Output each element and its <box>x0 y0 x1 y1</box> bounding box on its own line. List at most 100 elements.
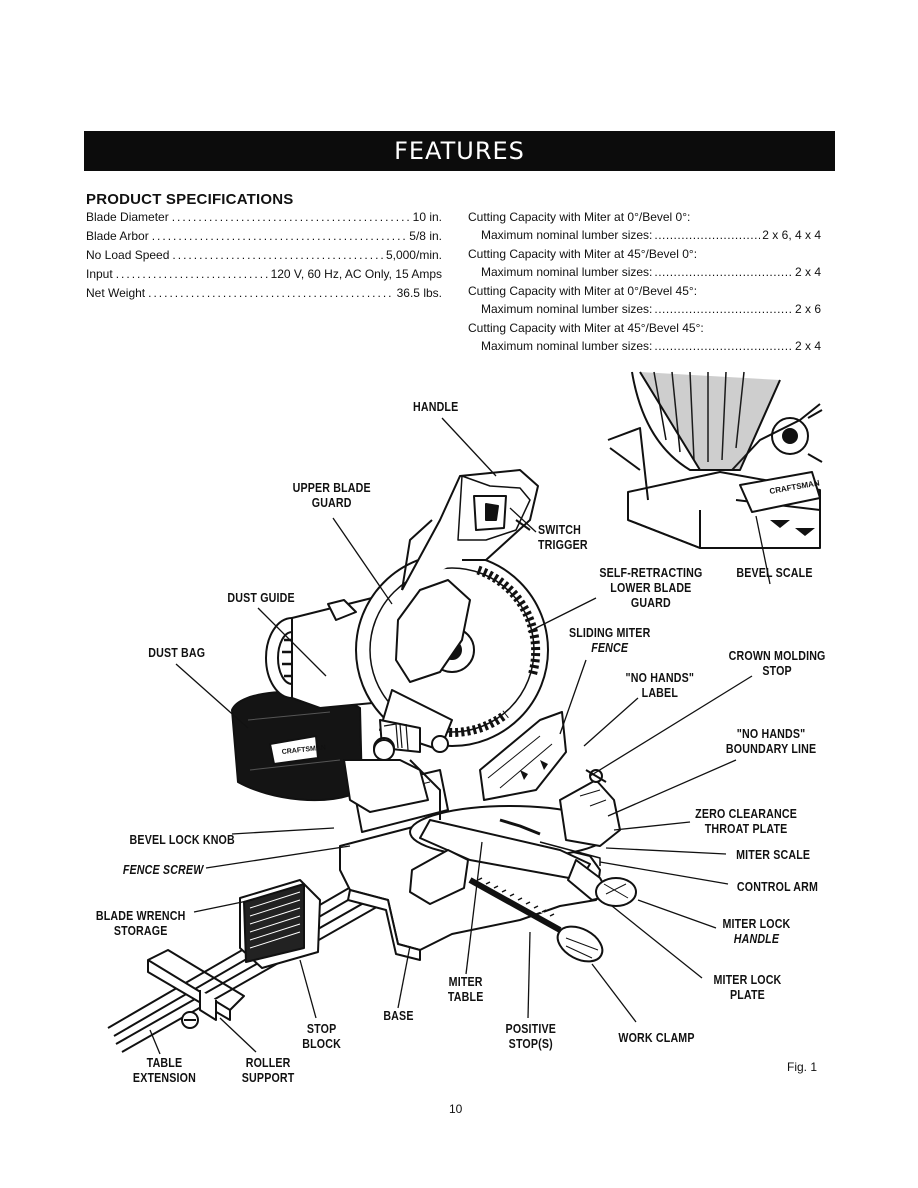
label-work-clamp: WORK CLAMP <box>618 1030 694 1045</box>
miter-scale-assembly <box>559 769 621 847</box>
label-text: TABLE <box>447 989 484 1004</box>
cutting-capacity-list: Cutting Capacity with Miter at 0°/Bevel … <box>468 210 821 358</box>
label-text: SWITCH <box>538 522 582 537</box>
capacity-row: Maximum nominal lumber sizes: 2 x 4 <box>468 339 821 358</box>
label-text: MITER LOCK <box>722 916 791 931</box>
spec-list: Blade Diameter10 in. Blade Arbor5/8 in. … <box>86 210 442 305</box>
label-text: FENCE <box>591 640 629 655</box>
leader-dots <box>654 228 760 242</box>
page-number: 10 <box>449 1102 463 1116</box>
dust-bag-badge: CRAFTSMAN <box>281 744 326 756</box>
leader-dots <box>152 229 407 243</box>
label-text: DUST BAG <box>148 645 206 660</box>
specs-title: PRODUCT SPECIFICATIONS <box>86 191 294 208</box>
handle-assembly <box>401 469 539 591</box>
spec-row: No Load Speed 5,000/min. <box>86 248 442 267</box>
label-handle: HANDLE <box>413 399 458 414</box>
label-text: TRIGGER <box>538 537 588 552</box>
label-text: SUPPORT <box>241 1070 295 1085</box>
control-arm <box>567 859 637 907</box>
capacity-label: Maximum nominal lumber sizes: <box>481 339 653 353</box>
spec-label: Blade Arbor <box>86 229 149 243</box>
leader-dots <box>148 286 393 300</box>
label-text: LOWER BLADE <box>610 580 692 595</box>
label-bevel-lock-knob: BEVEL LOCK KNOB <box>130 832 235 847</box>
miter-saw-illustration: CRAFTSMAN <box>107 371 823 1055</box>
capacity-heading: Cutting Capacity with Miter at 45°/Bevel… <box>468 321 704 335</box>
capacity-row: Maximum nominal lumber sizes: 2 x 6 <box>468 302 821 321</box>
banner-title: FEATURES <box>394 137 525 165</box>
capacity-value: 2 x 6 <box>794 302 821 316</box>
label-text: ZERO CLEARANCE <box>695 806 797 821</box>
capacity-label: Maximum nominal lumber sizes: <box>481 228 653 242</box>
figure-label: Fig. 1 <box>787 1060 818 1074</box>
table-extension-rails <box>107 869 397 1053</box>
capacity-value: 2 x 4 <box>794 339 821 353</box>
label-text: POSITIVE <box>505 1021 557 1036</box>
bevel-scale-inset: CRAFTSMAN <box>607 371 823 549</box>
leader-dots <box>654 302 793 316</box>
label-text: STORAGE <box>113 923 168 938</box>
label-text: MITER SCALE <box>736 847 811 862</box>
label-base: BASE <box>383 1008 413 1023</box>
label-control-arm: CONTROL ARM <box>737 879 818 894</box>
capacity-row: Maximum nominal lumber sizes:2 x 6, 4 x … <box>468 228 821 247</box>
label-text: BEVEL LOCK KNOB <box>129 832 235 847</box>
label-text: EXTENSION <box>132 1070 197 1085</box>
label-no-hands-label: "NO HANDS"LABEL <box>626 670 695 700</box>
label-text: BLADE WRENCH <box>95 908 186 923</box>
label-no-hands-boundary-line: "NO HANDS"BOUNDARY LINE <box>726 726 816 756</box>
spec-label: No Load Speed <box>86 248 170 262</box>
label-text: HANDLE <box>733 931 780 946</box>
spec-value: 5,000/min. <box>385 248 442 262</box>
spec-label: Blade Diameter <box>86 210 169 224</box>
label-text: "NO HANDS" <box>625 670 695 685</box>
capacity-label: Maximum nominal lumber sizes: <box>481 302 653 316</box>
label-text: DUST GUIDE <box>227 590 295 605</box>
label-text: SELF-RETRACTING <box>599 565 703 580</box>
label-text: SLIDING MITER <box>568 625 651 640</box>
blade-assembly <box>355 553 549 759</box>
leader-dots <box>172 248 383 262</box>
work-clamp <box>409 849 604 963</box>
leader-dots <box>654 339 793 353</box>
label-text: UPPER BLADE <box>292 480 371 495</box>
capacity-row: Maximum nominal lumber sizes:2 x 4 <box>468 265 821 284</box>
leader-dots <box>116 267 268 281</box>
spec-label: Net Weight <box>86 286 146 300</box>
label-text: BASE <box>383 1008 414 1023</box>
label-bevel-scale: BEVEL SCALE <box>736 565 812 580</box>
label-fence-screw: FENCE SCREW <box>123 862 204 877</box>
capacity-heading: Cutting Capacity with Miter at 45°/Bevel… <box>468 247 698 261</box>
label-text: ROLLER <box>245 1055 291 1070</box>
label-text: WORK CLAMP <box>618 1030 695 1045</box>
spec-value: 120 V, 60 Hz, AC Only, 15 Amps <box>270 267 442 281</box>
label-text: CROWN MOLDING <box>728 648 826 663</box>
spec-row: Blade Arbor 5/8 in. <box>86 229 442 248</box>
spec-row: Input120 V, 60 Hz, AC Only, 15 Amps <box>86 267 442 286</box>
spec-row: Blade Diameter10 in. <box>86 210 442 229</box>
label-text: LABEL <box>641 685 679 700</box>
label-dust-bag: DUST BAG <box>148 645 205 660</box>
label-text: THROAT PLATE <box>704 821 788 836</box>
label-dust-guide: DUST GUIDE <box>227 590 294 605</box>
spec-value: 5/8 in. <box>409 229 442 243</box>
label-text: STOP <box>762 663 792 678</box>
label-text: MITER LOCK <box>713 972 782 987</box>
label-text: FENCE SCREW <box>122 862 204 877</box>
spec-value: 36.5 lbs. <box>396 286 442 300</box>
label-text: BEVEL SCALE <box>736 565 813 580</box>
capacity-value: 2 x 4 <box>794 265 821 279</box>
